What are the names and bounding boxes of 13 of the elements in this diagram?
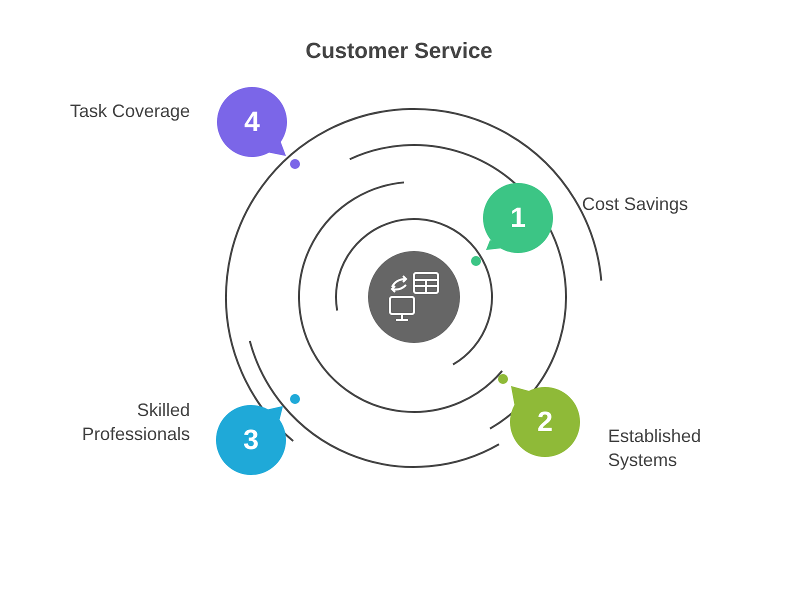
speech-bubble <box>216 405 286 475</box>
speech-bubble <box>217 87 287 157</box>
title: Customer Service <box>304 38 494 64</box>
step-number: 3 <box>242 424 260 456</box>
speech-bubble <box>483 183 553 253</box>
step-number: 2 <box>536 406 554 438</box>
step-number: 1 <box>509 202 527 234</box>
step-label: Task Coverage <box>70 100 190 123</box>
step-label: Skilled Professionals <box>80 399 190 446</box>
step-label: Established Systems <box>608 425 702 472</box>
step-number: 4 <box>243 106 261 138</box>
step-label: Cost Savings <box>582 193 688 216</box>
speech-bubble <box>510 386 580 457</box>
